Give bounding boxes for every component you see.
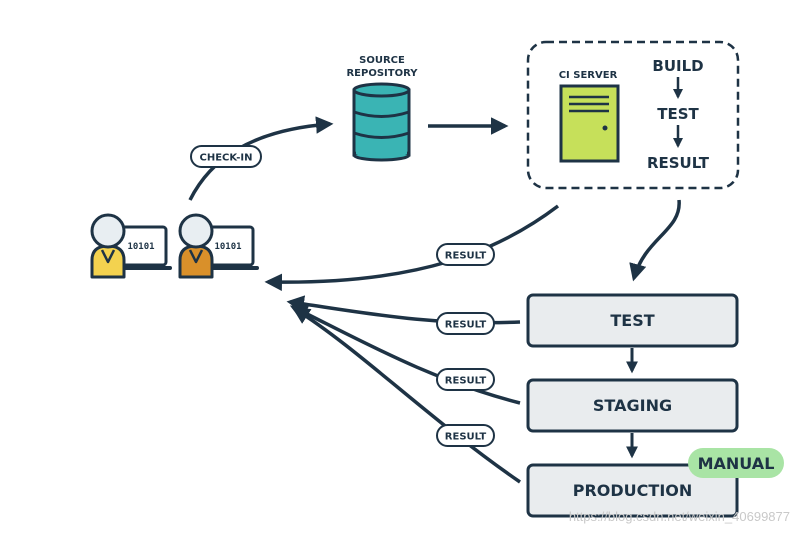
developer-1: 10101 (90, 213, 172, 279)
stage-test: TEST (526, 293, 739, 348)
watermark: https://blog.csdn.net/weixin_40699877 (569, 509, 790, 524)
result-label: RESULT (445, 376, 487, 387)
database-icon (352, 82, 411, 162)
person-icon (178, 213, 214, 279)
manual-badge: MANUAL (688, 448, 784, 478)
stage-production: PRODUCTION (526, 463, 739, 518)
person-icon (90, 213, 126, 279)
result-pill-test: RESULT (436, 312, 495, 335)
stage-label: PRODUCTION (573, 481, 693, 500)
ci-to-test-arrow (629, 199, 681, 282)
result-label: RESULT (445, 251, 487, 262)
ci-test-label: TEST (657, 105, 699, 123)
manual-badge-label: MANUAL (698, 454, 775, 473)
laptop-code-text: 10101 (127, 242, 154, 252)
production-result-arrow (292, 307, 521, 484)
ci-build-label: BUILD (652, 57, 703, 75)
server-icon (559, 84, 620, 163)
stage-staging: STAGING (526, 378, 739, 433)
repo-label-line1: SOURCE (359, 55, 405, 66)
developer-2: 10101 (178, 213, 259, 279)
ci-result-arrow (264, 204, 560, 292)
stage-label: TEST (610, 311, 654, 330)
result-pill-production: RESULT (436, 424, 495, 447)
laptop-code-text: 10101 (214, 242, 241, 252)
staging-result-arrow (289, 305, 521, 405)
result-label: RESULT (445, 320, 487, 331)
stage-label: STAGING (593, 396, 672, 415)
result-pill-ci: RESULT (436, 243, 495, 266)
checkin-label: CHECK-IN (200, 153, 253, 164)
result-pill-staging: RESULT (436, 368, 495, 391)
repo-label-line2: REPOSITORY (346, 68, 418, 79)
ci-result-label: RESULT (647, 154, 710, 172)
ci-server-label: CI SERVER (559, 70, 618, 81)
result-label: RESULT (445, 432, 487, 443)
checkin-pill: CHECK-IN (190, 145, 262, 168)
